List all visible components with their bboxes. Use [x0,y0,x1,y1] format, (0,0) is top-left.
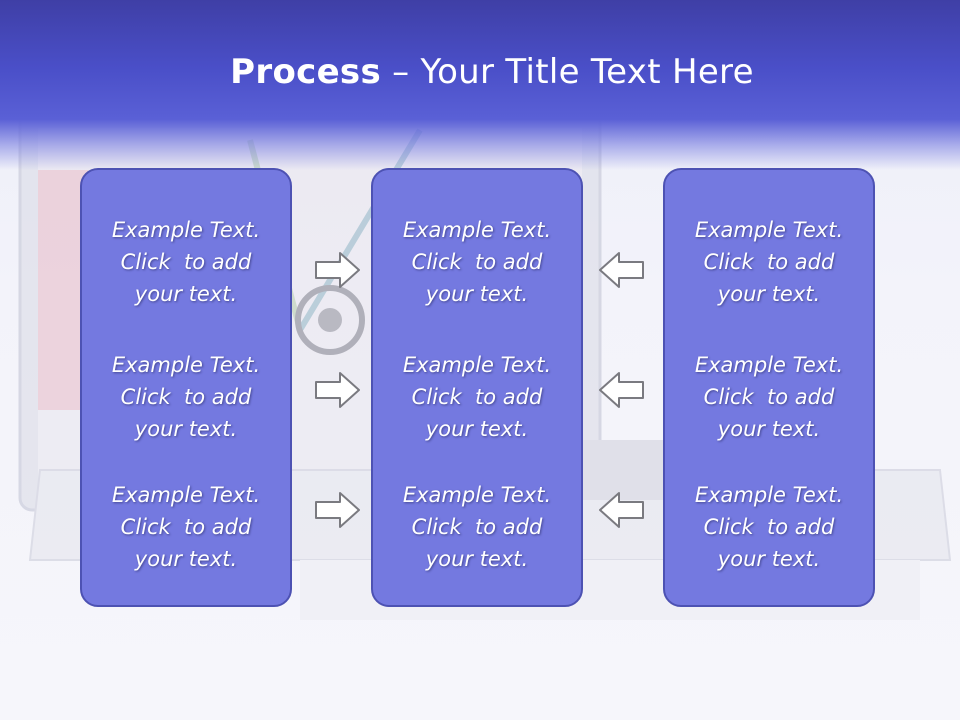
text-block-right-2[interactable]: Example Text. Click to add your text. [665,349,873,445]
text-line: Example Text. [402,483,552,507]
slide-title-bold: Process [230,52,382,92]
text-line: Example Text. [694,483,844,507]
text-block-center-2[interactable]: Example Text. Click to add your text. [373,349,581,445]
text-line: Example Text. [111,353,261,377]
text-block-center-3[interactable]: Example Text. Click to add your text. [373,479,581,575]
arrow-right-icon[interactable] [314,250,362,290]
text-line: your text. [717,282,821,306]
text-line: Example Text. [402,353,552,377]
text-line: your text. [425,547,529,571]
arrow-right-icon[interactable] [314,370,362,410]
slide-title[interactable]: Process – Your Title Text Here [0,52,960,92]
text-line: your text. [717,547,821,571]
text-line: your text. [425,282,529,306]
text-line: Example Text. [111,483,261,507]
arrow-left-icon[interactable] [597,370,645,410]
text-line: Click to add [703,385,835,409]
text-line: Example Text. [402,218,552,242]
text-line: your text. [425,417,529,441]
text-block-right-1[interactable]: Example Text. Click to add your text. [665,214,873,310]
text-line: Click to add [411,515,543,539]
arrow-left-icon[interactable] [597,250,645,290]
text-line: Click to add [411,250,543,274]
text-line: Click to add [703,515,835,539]
process-box-left[interactable]: Example Text. Click to add your text. Ex… [80,168,292,607]
text-line: Click to add [411,385,543,409]
text-line: Click to add [703,250,835,274]
text-block-right-3[interactable]: Example Text. Click to add your text. [665,479,873,575]
text-block-left-2[interactable]: Example Text. Click to add your text. [82,349,290,445]
arrow-left-icon[interactable] [597,490,645,530]
text-line: Example Text. [111,218,261,242]
text-block-left-3[interactable]: Example Text. Click to add your text. [82,479,290,575]
process-box-right[interactable]: Example Text. Click to add your text. Ex… [663,168,875,607]
text-line: Click to add [120,250,252,274]
text-line: Example Text. [694,353,844,377]
text-line: Example Text. [694,218,844,242]
text-line: Click to add [120,515,252,539]
slide-title-rest: – Your Title Text Here [381,52,754,92]
text-block-left-1[interactable]: Example Text. Click to add your text. [82,214,290,310]
text-line: your text. [134,547,238,571]
text-line: your text. [134,417,238,441]
process-box-center[interactable]: Example Text. Click to add your text. Ex… [371,168,583,607]
arrow-right-icon[interactable] [314,490,362,530]
text-block-center-1[interactable]: Example Text. Click to add your text. [373,214,581,310]
title-band [0,0,960,170]
text-line: Click to add [120,385,252,409]
text-line: your text. [717,417,821,441]
text-line: your text. [134,282,238,306]
